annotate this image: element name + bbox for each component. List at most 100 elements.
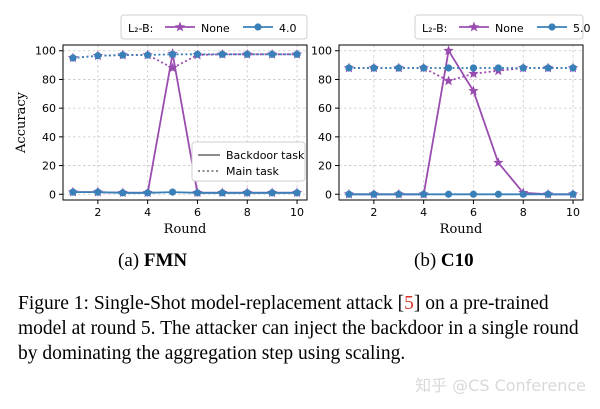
subcaption-b-prefix: (b) [414, 250, 437, 271]
chart-0-data-point-backdoor-6 [193, 189, 202, 197]
chart-0-x-tick-label: 6 [194, 206, 201, 219]
subcaption-b-bold: C10 [440, 250, 474, 271]
chart-0-data-point-main-10 [293, 50, 301, 58]
subcaption-a: (a) FMN [118, 250, 187, 272]
chart-0-data-point-main-9 [268, 50, 276, 58]
chart-0-y-tick-label: 100 [35, 45, 56, 58]
chart-1-y-tick-label: 40 [318, 131, 332, 144]
chart-0-legend-label-0: None [201, 22, 230, 35]
chart-1-series-None-backdoor [343, 45, 579, 199]
chart-1-data-point-backdoor-5 [443, 45, 454, 56]
chart-0-legend-marker-0 [174, 21, 186, 32]
chart-1-x-tick-label: 10 [566, 206, 580, 219]
chart-1-y-tick-label: 60 [318, 102, 332, 115]
chart-0-series-None-main [67, 48, 303, 73]
chart-1-x-tick-label: 6 [470, 206, 477, 219]
chart-0-data-point-main-5 [167, 62, 178, 73]
chart-0-y-tick-label: 60 [42, 102, 56, 115]
caption-reference-link[interactable]: 5 [404, 293, 414, 314]
chart-0-series-line-backdoor [73, 191, 297, 194]
figure-caption: Figure 1: Single-Shot model-replacement … [18, 291, 593, 366]
chart-0-legend-box [120, 14, 308, 40]
chart-1-data-point-main-5 [444, 64, 453, 72]
chart-0-y-tick-label: 40 [42, 131, 56, 144]
chart-0-data-point-main-4 [144, 51, 152, 59]
chart-1-series-line-backdoor [349, 48, 573, 196]
chart-1-data-point-main-1 [345, 64, 353, 72]
chart-1-data-point-main-6 [469, 64, 478, 72]
chart-0-data-point-backdoor-9 [268, 189, 276, 197]
chart-1-legend-box [414, 14, 584, 40]
chart-1-x-axis-label: Round [440, 222, 483, 237]
chart-1-data-point-backdoor-6 [468, 85, 479, 96]
chart-0-legend-marker-1 [254, 23, 262, 31]
chart-0-data-point-backdoor-10 [293, 189, 301, 197]
chart-1-data-point-main-2 [370, 64, 378, 72]
chart-1-series-None-main [343, 62, 579, 86]
chart-0-data-point-backdoor-1 [69, 188, 77, 196]
chart-1-legend-marker-1 [548, 23, 556, 31]
subcaption-b: (b) C10 [414, 250, 474, 272]
chart-1-data-point-main-9 [544, 64, 552, 72]
chart-1-legend-label-0: None [495, 22, 524, 35]
chart-0-y-tick-label: 80 [42, 73, 56, 86]
chart-0-x-axis-label: Round [164, 222, 207, 237]
chart-0-legend-title: L₂-B: [128, 22, 153, 35]
chart-1-plot-frame [338, 44, 584, 201]
chart-0-x-tick-label: 2 [94, 206, 101, 219]
chart-1-data-point-backdoor-7 [493, 157, 504, 168]
chart-0-top-legend: L₂-B: None 4.0 [120, 14, 308, 40]
chart-0-data-point-backdoor-2 [94, 188, 102, 196]
chart-1-data-point-main-6 [468, 68, 479, 79]
chart-1-series-50-main [345, 64, 577, 72]
chart-0-y-axis-label: Accuracy [14, 91, 29, 154]
chart-1-x-tick-label: 4 [420, 206, 427, 219]
chart-1-top-legend: L₂-B: None 5.0 [414, 14, 591, 40]
chart-0-task-legend-box [191, 141, 306, 182]
chart-1-y-tick-label: 100 [311, 45, 332, 58]
chart-0-y-tick-label: 0 [49, 188, 56, 201]
chart-1-data-point-main-7 [494, 64, 502, 72]
subcaption-a-bold: FMN [143, 250, 188, 271]
chart-0-data-point-main-3 [119, 51, 127, 59]
chart-1-data-point-main-8 [519, 64, 527, 72]
chart-0-plot-frame [62, 44, 308, 201]
chart-1-data-point-backdoor-2 [370, 190, 378, 198]
chart-0-series-line-main [72, 53, 297, 59]
chart-1-x-tick-label: 2 [370, 206, 377, 219]
chart-1-legend-marker-0 [468, 21, 480, 32]
chart-1-data-point-main-10 [569, 64, 577, 72]
chart-0-series-40-backdoor [69, 188, 301, 197]
chart-0-x-tick-label: 10 [290, 206, 304, 219]
chart-1-legend-title: L₂-B: [422, 22, 447, 35]
chart-0-data-point-backdoor-5 [168, 188, 177, 196]
chart-1-data-point-backdoor-5 [444, 190, 453, 198]
chart-1-data-point-backdoor-1 [345, 190, 353, 198]
chart-1-data-point-backdoor-7 [494, 190, 502, 198]
chart-0-data-point-main-8 [243, 50, 251, 58]
chart-1-y-tick-label: 20 [318, 160, 332, 173]
caption-suffix: ] on a pre-trained model at round 5. The… [18, 293, 579, 364]
chart-1-legend-label-1: 5.0 [573, 22, 591, 35]
chart-0-data-point-main-6 [193, 50, 202, 58]
chart-0-series-line-main [72, 53, 297, 70]
chart-0-series-40-main [69, 50, 301, 62]
chart-1-y-tick-label: 0 [325, 188, 332, 201]
chart-1-series-50-backdoor [345, 190, 577, 198]
chart-1-y-tick-label: 80 [318, 73, 332, 86]
caption-prefix: Figure 1: Single-Shot model-replacement … [18, 293, 405, 314]
chart-0-task-legend-label-0: Backdoor task [226, 149, 305, 162]
subcaption-a-prefix: (a) [118, 250, 140, 271]
chart-1-data-point-backdoor-3 [395, 190, 403, 198]
chart-0-task-legend-label-1: Main task [226, 165, 280, 178]
chart-1-x-tick-label: 8 [520, 206, 527, 219]
chart-0-data-point-backdoor-7 [218, 189, 226, 197]
chart-0-data-point-main-7 [218, 50, 226, 58]
chart-1-data-point-backdoor-4 [420, 190, 428, 198]
chart-0-data-point-main-1 [69, 54, 77, 62]
chart-0-legend-label-1: 4.0 [279, 22, 297, 35]
